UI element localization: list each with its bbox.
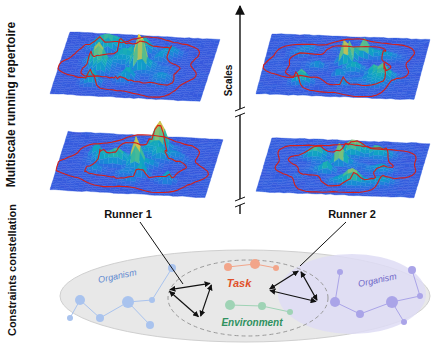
figure-stage: Multiscale running repertoireConstraints… <box>0 0 440 344</box>
